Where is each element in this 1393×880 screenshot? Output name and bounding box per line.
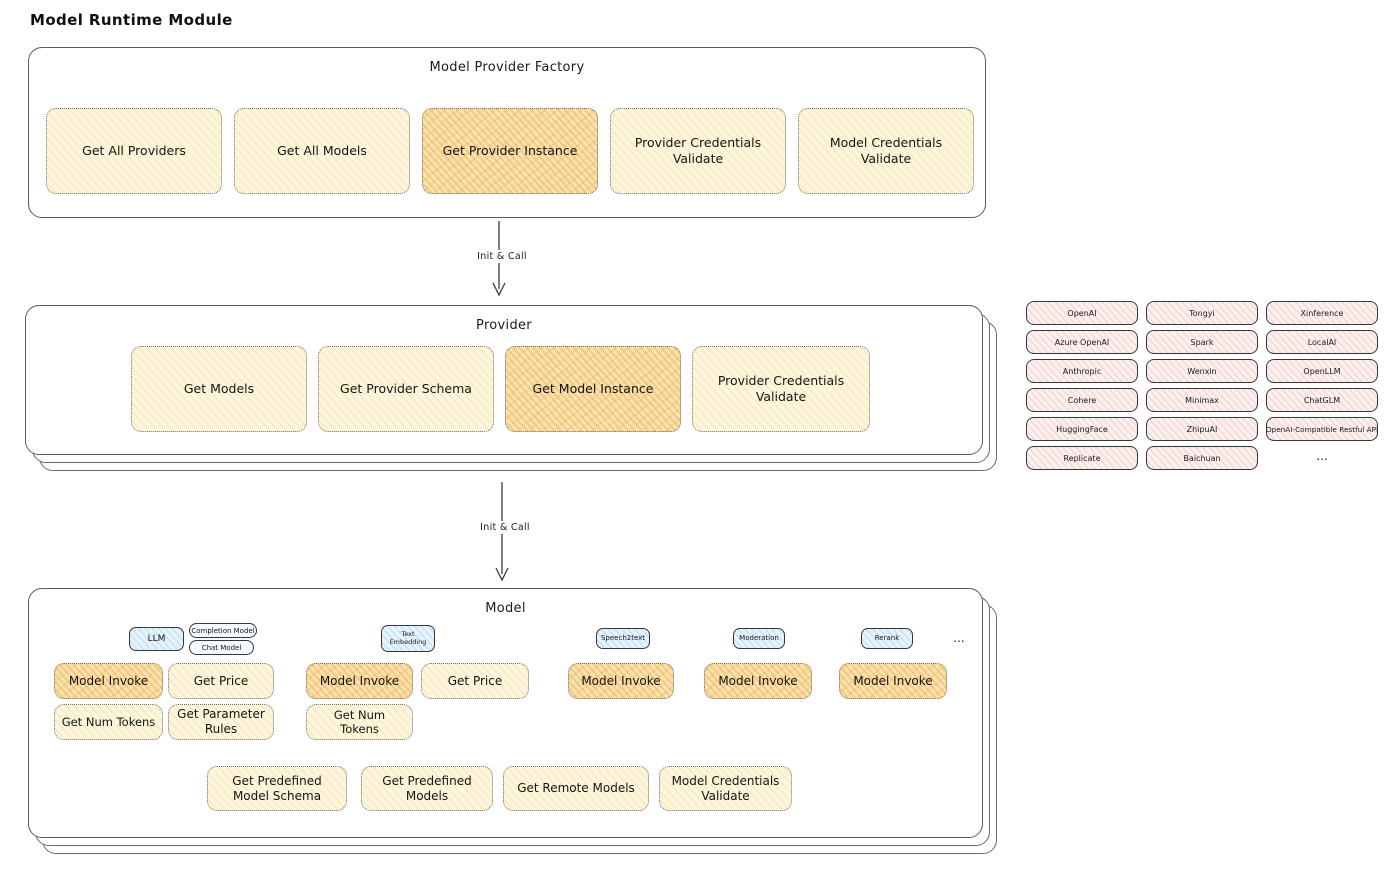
provider-pill-xinference: Xinference (1266, 301, 1378, 325)
provider-pill-baichuan: Baichuan (1146, 446, 1258, 470)
node-model-invoke-moderation: Model Invoke (704, 663, 812, 699)
provider-pill-cohere: Cohere (1026, 388, 1138, 412)
tag-llm: LLM (129, 627, 184, 651)
node-get-price-llm: Get Price (168, 663, 274, 699)
node-model-invoke-llm: Model Invoke (54, 663, 163, 699)
node-get-predefined-models: Get Predefined Models (361, 766, 493, 811)
provider-container: Provider Get Models Get Provider Schema … (25, 305, 983, 455)
arrow-label-init-call-1: Init & Call (459, 250, 545, 263)
node-get-predefined-model-schema: Get Predefined Model Schema (207, 766, 347, 811)
node-provider-credentials-validate: Provider Credentials Validate (610, 108, 786, 194)
tag-moderation: Moderation (733, 628, 785, 649)
tag-completion-model: Completion Model (189, 623, 257, 638)
node-get-model-instance: Get Model Instance (505, 346, 681, 432)
provider-pill-replicate: Replicate (1026, 446, 1138, 470)
provider-pill-spark: Spark (1146, 330, 1258, 354)
tag-speech2text: Speech2text (596, 628, 650, 649)
diagram-title: Model Runtime Module (30, 11, 233, 29)
node-get-num-tokens-llm: Get Num Tokens (54, 704, 163, 740)
node-get-remote-models: Get Remote Models (503, 766, 649, 811)
node-provider-credentials-validate-2: Provider Credentials Validate (692, 346, 870, 432)
provider-pill-wenxin: Wenxin (1146, 359, 1258, 383)
provider-pill-huggingface: HuggingFace (1026, 417, 1138, 441)
node-get-num-tokens-embedding: Get Num Tokens (306, 704, 413, 740)
provider-pill-localai: LocalAI (1266, 330, 1378, 354)
provider-pill-anthropic: Anthropic (1026, 359, 1138, 383)
provider-pill-openai: OpenAI (1026, 301, 1138, 325)
arrow-label-init-call-2: Init & Call (462, 521, 548, 534)
tag-rerank: Rerank (861, 628, 913, 649)
provider-pill-openllm: OpenLLM (1266, 359, 1378, 383)
provider-pill-chatglm: ChatGLM (1266, 388, 1378, 412)
tag-text-embedding: Text Embedding (381, 625, 435, 652)
node-get-parameter-rules: Get Parameter Rules (168, 704, 274, 740)
provider-pill-zhipuai: ZhipuAI (1146, 417, 1258, 441)
node-model-credentials-validate-2: Model Credentials Validate (659, 766, 792, 811)
node-model-credentials-validate: Model Credentials Validate (798, 108, 974, 194)
node-model-invoke-rerank: Model Invoke (839, 663, 947, 699)
factory-container: Model Provider Factory Get All Providers… (28, 47, 986, 218)
node-get-all-providers: Get All Providers (46, 108, 222, 194)
node-model-invoke-speech2text: Model Invoke (568, 663, 674, 699)
provider-pill-tongyi: Tongyi (1146, 301, 1258, 325)
model-title: Model (485, 601, 526, 616)
provider-pill-azure-openai: Azure OpenAI (1026, 330, 1138, 354)
tag-chat-model: Chat Model (189, 640, 254, 655)
provider-title: Provider (476, 318, 532, 333)
factory-title: Model Provider Factory (429, 60, 585, 75)
provider-pill-openai-compatible: OpenAI-Compatible Restful API (1266, 417, 1378, 441)
model-tags-ellipsis: ... (953, 631, 965, 645)
node-get-provider-instance: Get Provider Instance (422, 108, 598, 194)
provider-pill-minimax: Minimax (1146, 388, 1258, 412)
node-get-price-embedding: Get Price (421, 663, 529, 699)
node-get-models: Get Models (131, 346, 307, 432)
provider-list-ellipsis: ... (1316, 449, 1328, 463)
node-model-invoke-embedding: Model Invoke (306, 663, 413, 699)
node-get-provider-schema: Get Provider Schema (318, 346, 494, 432)
node-get-all-models: Get All Models (234, 108, 410, 194)
model-container: Model LLM Completion Model Chat Model Te… (28, 588, 983, 838)
